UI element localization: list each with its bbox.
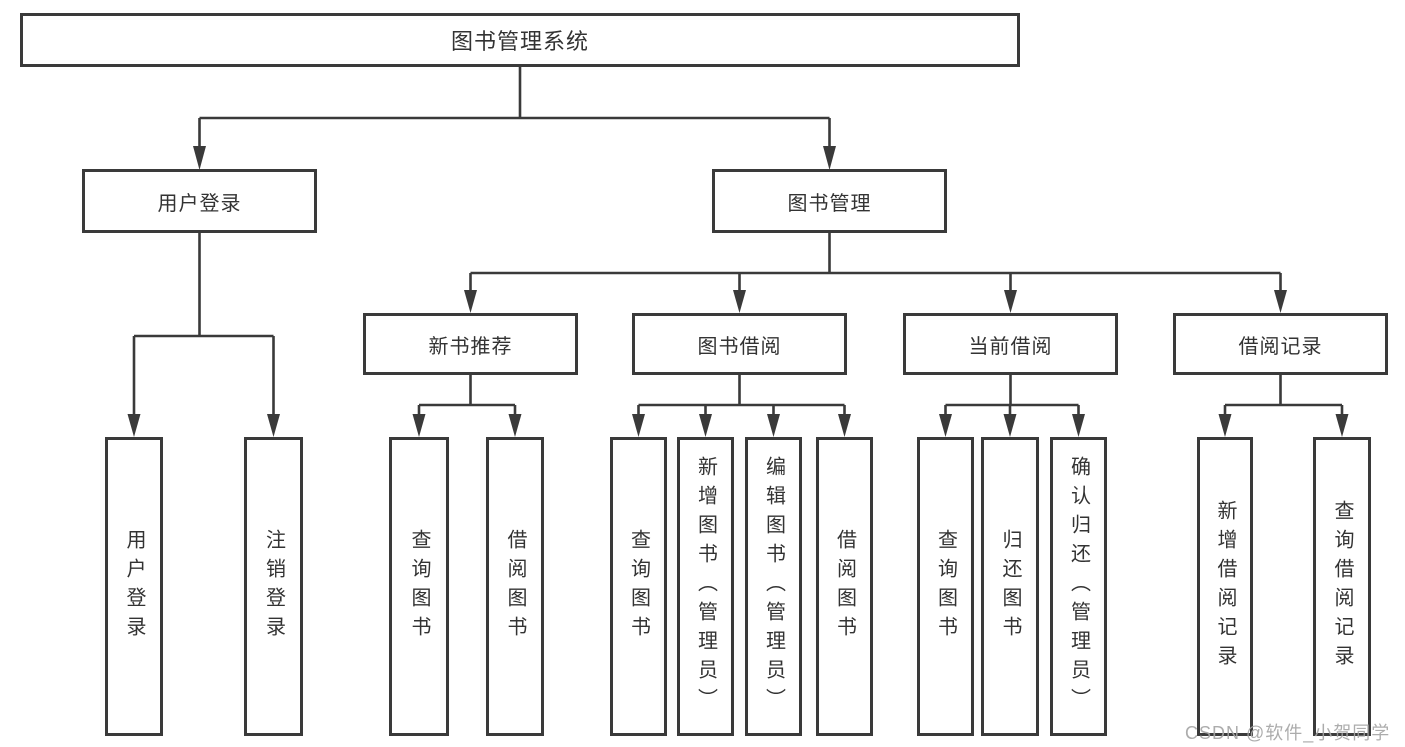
leaf-confirm-return-admin: 确认归还（管理员） <box>1050 437 1107 736</box>
node-user-login: 用户登录 <box>82 169 317 233</box>
leaf-borrow-book-under-recommend: 借阅图书 <box>486 437 544 736</box>
node-current-borrow-label: 当前借阅 <box>968 335 1053 358</box>
leaf-query-book-under-recommend-label: 查询图书 <box>408 528 430 645</box>
node-root: 图书管理系统 <box>20 13 1020 67</box>
connector-book-mgmt-children <box>464 233 1287 313</box>
leaf-query-book-under-borrow: 查询图书 <box>610 437 667 736</box>
leaf-return-book: 归还图书 <box>981 437 1039 736</box>
leaf-query-book-under-current: 查询图书 <box>917 437 974 736</box>
leaf-borrow-book-under-borrow: 借阅图书 <box>816 437 873 736</box>
node-new-book-recommend-label: 新书推荐 <box>428 335 513 358</box>
leaf-confirm-return-admin-label: 确认归还（管理员） <box>1067 456 1090 717</box>
leaf-edit-book-admin: 编辑图书（管理员） <box>745 437 802 736</box>
leaf-edit-book-admin-label: 编辑图书（管理员） <box>762 456 785 717</box>
leaf-add-borrow-record: 新增借阅记录 <box>1197 437 1253 736</box>
leaf-add-book-admin: 新增图书（管理员） <box>677 437 734 736</box>
node-current-borrow: 当前借阅 <box>903 313 1118 375</box>
node-borrow-records-label: 借阅记录 <box>1238 335 1323 358</box>
connector-borrow-record-children <box>1218 375 1349 437</box>
watermark: CSDN @软件_小贺同学 <box>1185 723 1391 743</box>
connector-book-borrow-children <box>632 375 851 437</box>
leaf-query-book-under-current-label: 查询图书 <box>934 528 957 645</box>
leaf-logout: 注销登录 <box>244 437 303 736</box>
leaf-user-login-label: 用户登录 <box>123 528 145 645</box>
leaf-add-book-admin-label: 新增图书（管理员） <box>694 456 717 717</box>
leaf-query-borrow-record: 查询借阅记录 <box>1313 437 1371 736</box>
leaf-query-book-under-borrow-label: 查询图书 <box>627 528 650 645</box>
leaf-return-book-label: 归还图书 <box>999 528 1021 645</box>
leaf-query-borrow-record-label: 查询借阅记录 <box>1331 499 1353 674</box>
node-user-login-label: 用户登录 <box>157 192 242 215</box>
leaf-logout-label: 注销登录 <box>262 528 285 645</box>
node-book-management: 图书管理 <box>712 169 947 233</box>
node-book-borrow: 图书借阅 <box>632 313 847 375</box>
leaf-borrow-book-under-recommend-label: 借阅图书 <box>504 528 526 645</box>
node-book-management-label: 图书管理 <box>787 192 872 215</box>
leaf-user-login: 用户登录 <box>105 437 163 736</box>
connector-new-book-rec-children <box>412 375 522 437</box>
connector-current-borrow-children <box>939 375 1085 437</box>
node-root-label: 图书管理系统 <box>450 29 589 54</box>
leaf-query-book-under-recommend: 查询图书 <box>389 437 449 736</box>
connector-root-to-level1 <box>193 67 836 170</box>
leaf-borrow-book-under-borrow-label: 借阅图书 <box>833 528 856 645</box>
connector-user-login-children <box>127 233 280 437</box>
node-book-borrow-label: 图书借阅 <box>697 335 782 358</box>
leaf-add-borrow-record-label: 新增借阅记录 <box>1214 499 1236 674</box>
node-borrow-records: 借阅记录 <box>1173 313 1388 375</box>
node-new-book-recommend: 新书推荐 <box>363 313 578 375</box>
